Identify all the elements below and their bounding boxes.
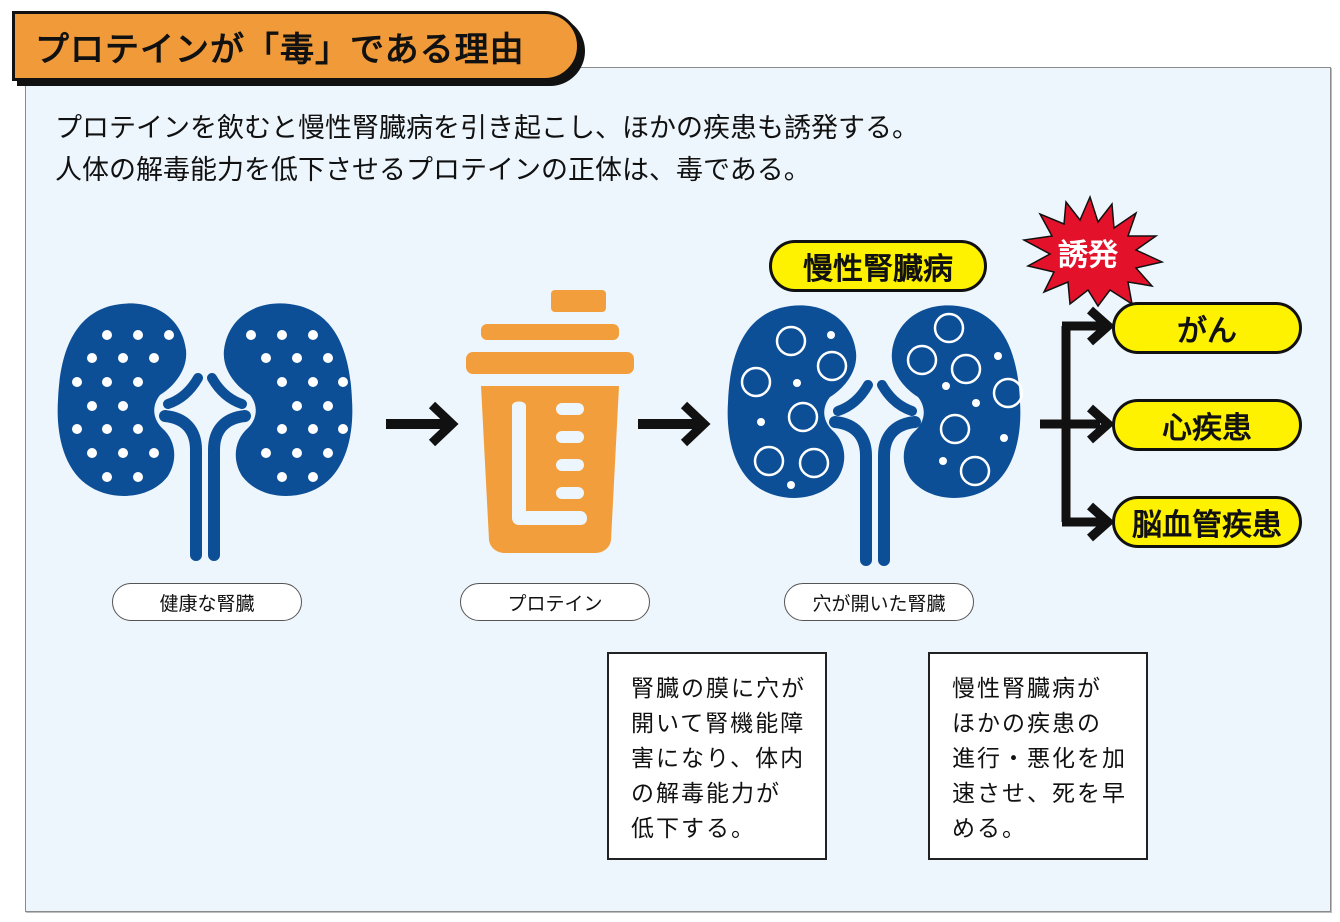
- intro-line-1: プロテインを飲むと慢性腎臓病を引き起こし、ほかの疾患も誘発する。: [55, 113, 919, 144]
- intro-line-2: 人体の解毒能力を低下させるプロテインの正体は、毒である。: [55, 155, 811, 186]
- arrow-right-icon: [386, 401, 459, 447]
- healthy-kidneys-icon: [57, 303, 353, 561]
- page-title: プロテインが「毒」である理由: [35, 29, 525, 70]
- note-line: 害になり、体内: [631, 746, 806, 772]
- arrow-right-icon: [638, 401, 711, 447]
- note-line: 腎臓の膜に穴が: [631, 676, 806, 702]
- note-line: 低下する。: [631, 816, 756, 842]
- note-line: ほかの疾患の: [952, 711, 1102, 737]
- note-line: 速させ、死を早: [952, 781, 1127, 807]
- note-line: の解毒能力が: [631, 781, 781, 807]
- intro-text: プロテインを飲むと慢性腎臓病を引き起こし、ほかの疾患も誘発する。 人体の解毒能力…: [55, 108, 919, 192]
- outcome-cancer: がん: [1112, 302, 1302, 354]
- title-tab: プロテインが「毒」である理由: [12, 11, 580, 81]
- note-line: める。: [952, 816, 1027, 842]
- burst-icon: [1021, 194, 1165, 308]
- note-line: 慢性腎臓病が: [952, 676, 1102, 702]
- outcome-cerebrovascular-disease: 脳血管疾患: [1112, 496, 1302, 548]
- protein-shaker-icon: [466, 290, 634, 553]
- note-box-kidney-damage: 腎臓の膜に穴が 開いて腎機能障 害になり、体内 の解毒能力が 低下する。: [607, 652, 827, 860]
- branch-arrows: [1040, 306, 1115, 542]
- disease-badge: 慢性腎臓病: [769, 240, 987, 292]
- note-line: 開いて腎機能障: [631, 711, 806, 737]
- stage-label-protein: プロテイン: [460, 583, 650, 621]
- stage-label-damaged: 穴が開いた腎臓: [784, 583, 974, 621]
- burst-label: 誘発: [1058, 238, 1118, 273]
- damaged-kidneys-icon: [727, 305, 1024, 566]
- outcome-heart-disease: 心疾患: [1112, 399, 1302, 451]
- stage-label-healthy: 健康な腎臓: [112, 583, 302, 621]
- note-box-disease-progression: 慢性腎臓病が ほかの疾患の 進行・悪化を加 速させ、死を早 める。: [928, 652, 1148, 860]
- note-line: 進行・悪化を加: [952, 746, 1127, 772]
